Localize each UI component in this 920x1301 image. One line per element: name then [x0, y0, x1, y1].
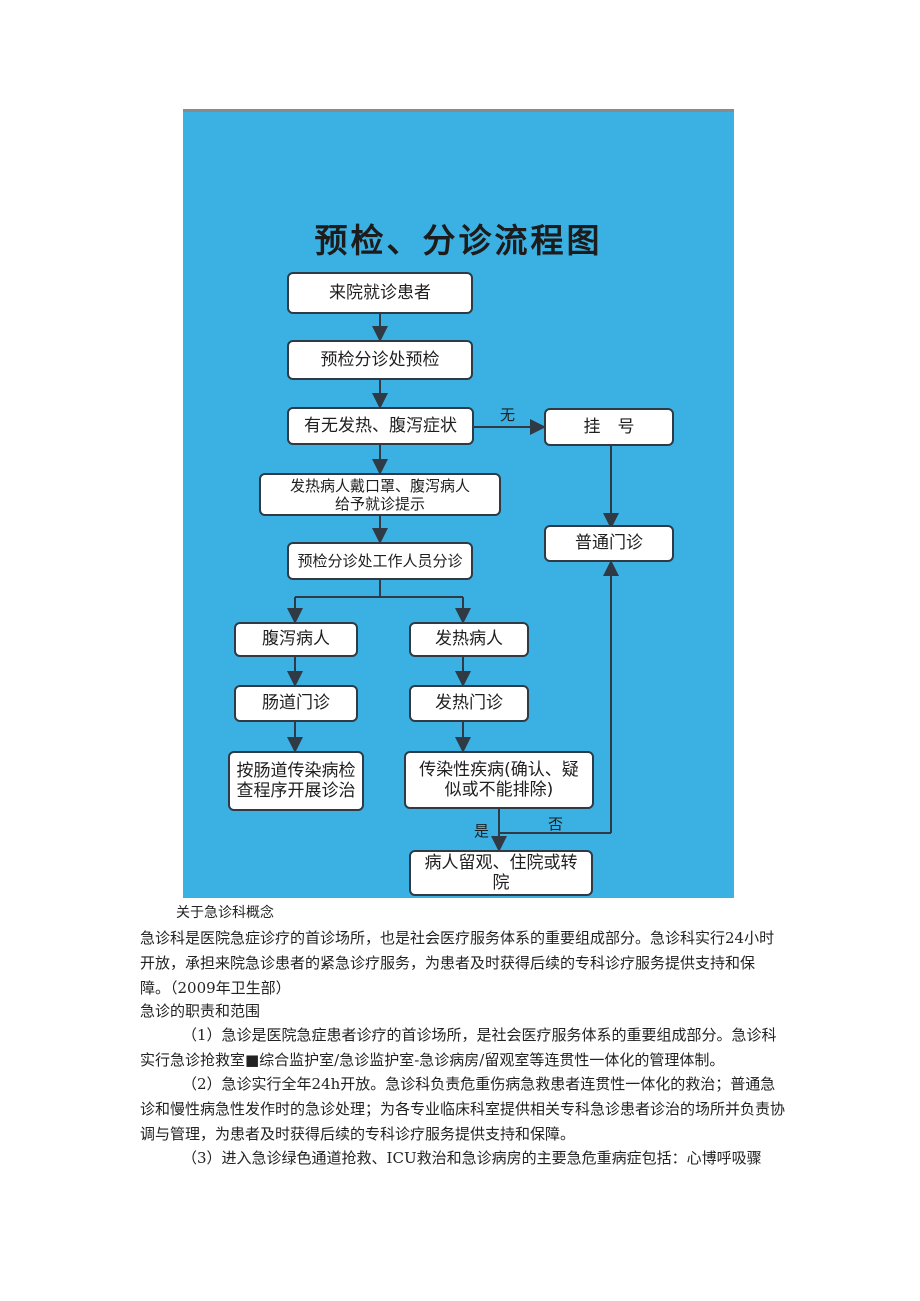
node-symptom-check: 有无发热、腹泻症状	[287, 407, 474, 445]
para3-block: （3）进入急诊绿色通道抢救、ICU救治和急诊病房的主要急危重病症包括：心博呼吸骤	[140, 1146, 785, 1171]
node-infectious-disease: 传染性疾病(确认、疑 似或不能排除)	[404, 751, 594, 809]
flowchart-title: 预检、分诊流程图	[314, 221, 603, 260]
section-heading-block: 急诊的职责和范围	[140, 999, 785, 1024]
node-register: 挂 号	[544, 408, 674, 446]
triage-flowchart: 预检、分诊流程图 来院就诊患者 预检分诊处预检 有无发热、腹泻症状 挂 号 发热…	[183, 109, 734, 898]
concept-paragraph: 急诊科是医院急症诊疗的首诊场所，也是社会医疗服务体系的重要组成部分。急诊科实行2…	[140, 926, 785, 1001]
node-mask-hint: 发热病人戴口罩、腹泻病人 给予就诊提示	[259, 473, 501, 516]
node-infectious-disease-text: 传染性疾病(确认、疑 似或不能排除)	[419, 759, 579, 800]
duty-paragraph-3: （3）进入急诊绿色通道抢救、ICU救治和急诊病房的主要急危重病症包括：心博呼吸骤	[182, 1149, 762, 1167]
flowchart-connectors	[287, 314, 619, 852]
label-no-symptom: 无	[500, 406, 516, 424]
node-pretriage: 预检分诊处预检	[287, 340, 473, 380]
node-arrive: 来院就诊患者	[287, 272, 473, 314]
concept-text: 急诊科是医院急症诊疗的首诊场所，也是社会医疗服务体系的重要组成部分。急诊科实行2…	[140, 929, 775, 997]
para2-block: （2）急诊实行全年24h开放。急诊科负责危重伤病急救患者连贯性一体化的救治；普通…	[140, 1072, 785, 1147]
para1-block: （1）急诊是医院急症患者诊疗的首诊场所，是社会医疗服务体系的重要组成部分。急诊科…	[140, 1023, 785, 1073]
node-mask-hint-text: 发热病人戴口罩、腹泻病人 给予就诊提示	[289, 476, 470, 513]
node-staff-triage: 预检分诊处工作人员分诊	[287, 542, 473, 580]
label-yes: 是	[474, 822, 490, 840]
figure-caption: 关于急诊科概念	[176, 905, 274, 921]
node-admission: 病人留观、住院或转院	[409, 850, 593, 896]
duty-paragraph-2: （2）急诊实行全年24h开放。急诊科负责危重伤病急救患者连贯性一体化的救治；普通…	[140, 1075, 786, 1143]
section-heading: 急诊的职责和范围	[140, 1002, 261, 1020]
label-no: 否	[548, 815, 564, 833]
node-fever-clinic: 发热门诊	[409, 685, 529, 722]
node-intestinal-procedure: 按肠道传染病检 查程序开展诊治	[228, 751, 364, 811]
node-general-clinic: 普通门诊	[544, 525, 674, 562]
node-fever-patient: 发热病人	[409, 622, 529, 657]
duty-paragraph-1: （1）急诊是医院急症患者诊疗的首诊场所，是社会医疗服务体系的重要组成部分。急诊科…	[140, 1026, 777, 1069]
node-intestinal-clinic: 肠道门诊	[234, 685, 358, 722]
node-diarrhea-patient: 腹泻病人	[234, 622, 358, 657]
node-intestinal-procedure-text: 按肠道传染病检 查程序开展诊治	[236, 760, 356, 801]
